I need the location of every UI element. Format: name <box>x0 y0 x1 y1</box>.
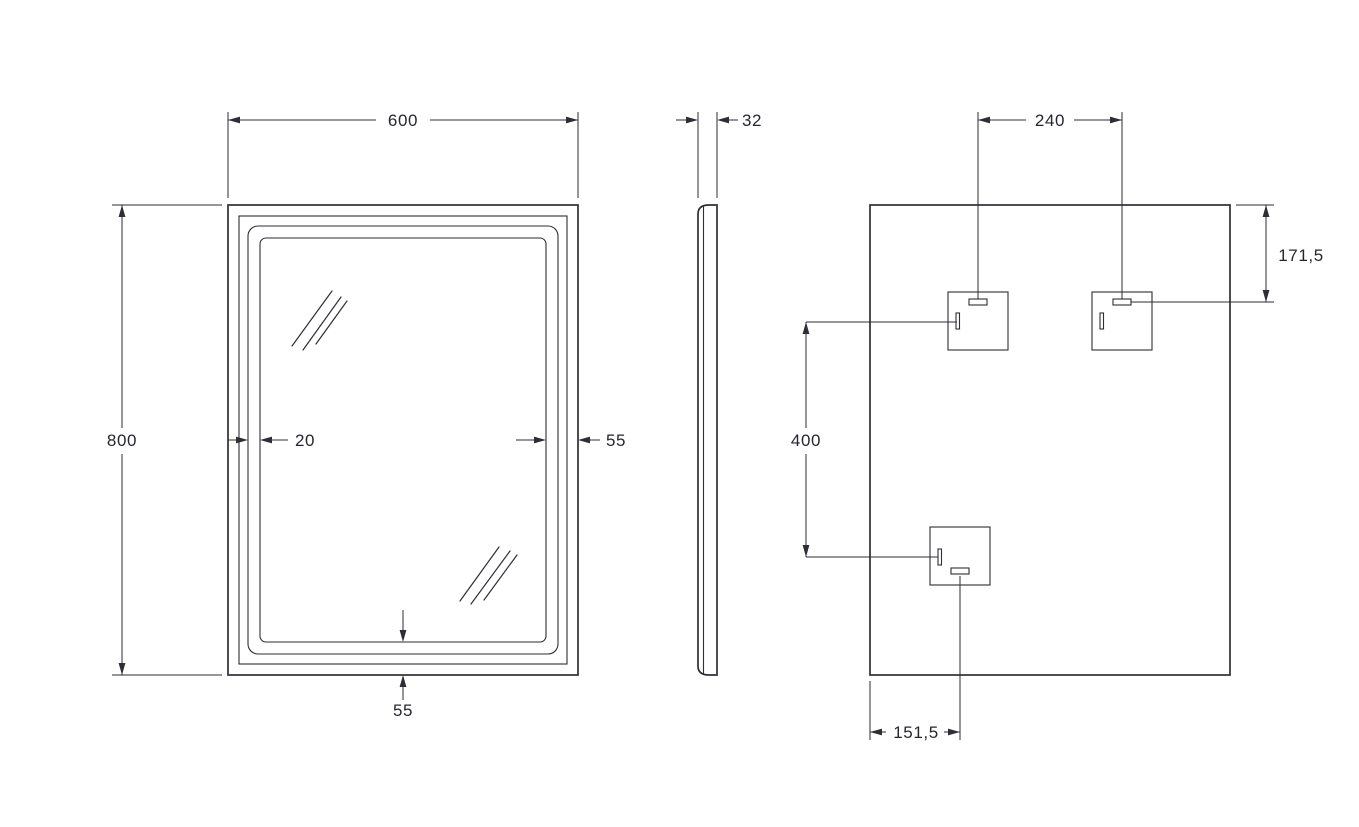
front-view: 600 800 20 55 <box>96 106 626 720</box>
arrowhead <box>260 436 272 444</box>
label-mask <box>376 106 430 132</box>
arrowhead <box>566 116 578 124</box>
arrowhead <box>1262 205 1270 217</box>
arrowhead <box>534 436 546 444</box>
side-view: 32 <box>676 111 762 676</box>
arrowhead <box>399 675 407 687</box>
dim-label-strip-width: 20 <box>295 431 315 450</box>
arrowhead <box>717 116 729 124</box>
arrowhead <box>399 630 407 642</box>
dim-label-vertical-spacing: 400 <box>791 431 821 450</box>
bracket-body <box>1091 291 1153 351</box>
arrowhead <box>948 728 960 736</box>
glint-line <box>459 546 500 602</box>
bracket-slot <box>968 298 988 306</box>
dimension-left-offset: 151,5 <box>869 576 961 744</box>
arrowhead <box>118 663 126 675</box>
bracket-pin <box>937 548 943 566</box>
back-panel <box>869 204 1231 676</box>
arrowhead <box>578 436 590 444</box>
dim-label-width: 600 <box>388 111 418 130</box>
glint-line <box>470 550 511 605</box>
dimension-front-height: 800 <box>96 204 222 676</box>
arrowhead <box>686 116 698 124</box>
dim-label-height: 800 <box>107 431 137 450</box>
glass-glint-bottom-right <box>459 546 518 605</box>
glint-line <box>483 554 518 601</box>
arrowhead <box>228 116 240 124</box>
glass-glint-top-left <box>291 290 348 351</box>
arrowhead <box>118 205 126 217</box>
dim-label-bottom-margin: 55 <box>393 701 413 720</box>
dim-label-left-offset: 151,5 <box>893 723 939 742</box>
side-profile-body <box>697 204 718 676</box>
dimension-bottom-margin: 55 <box>393 610 413 720</box>
dimension-vertical-spacing: 400 <box>782 321 957 558</box>
back-view: 240 171,5 400 1 <box>782 106 1324 744</box>
dim-label-top-offset: 171,5 <box>1278 246 1324 265</box>
bracket-pin <box>955 312 961 330</box>
label-mask <box>96 428 148 454</box>
bracket-body <box>947 291 1009 351</box>
mounting-bracket-top-left <box>947 291 1009 351</box>
dimension-front-width: 600 <box>227 106 579 198</box>
dimension-side-margin: 55 <box>516 431 626 450</box>
dim-label-depth: 32 <box>742 111 762 130</box>
label-mask <box>1026 106 1074 132</box>
arrowhead <box>236 436 248 444</box>
dim-label-bracket-spacing: 240 <box>1035 111 1065 130</box>
arrowhead <box>802 322 810 334</box>
label-mask <box>782 428 830 454</box>
dim-label-side-margin: 55 <box>606 431 626 450</box>
arrowhead <box>802 545 810 557</box>
arrowhead <box>1110 116 1122 124</box>
glint-line <box>315 300 348 345</box>
mounting-bracket-top-right <box>1091 291 1153 351</box>
arrowhead <box>978 116 990 124</box>
arrowhead <box>870 728 882 736</box>
dimension-top-offset: 171,5 <box>1131 204 1324 303</box>
dimension-depth: 32 <box>676 111 762 198</box>
bracket-slot <box>1112 298 1132 306</box>
glint-line <box>291 290 333 347</box>
bracket-pin <box>1099 312 1105 330</box>
glint-line <box>302 296 342 351</box>
dimension-bracket-spacing: 240 <box>977 106 1123 299</box>
dimension-strip-width: 20 <box>228 431 315 450</box>
label-mask <box>886 720 944 744</box>
arrowhead <box>1262 290 1270 302</box>
bracket-slot <box>950 567 970 575</box>
